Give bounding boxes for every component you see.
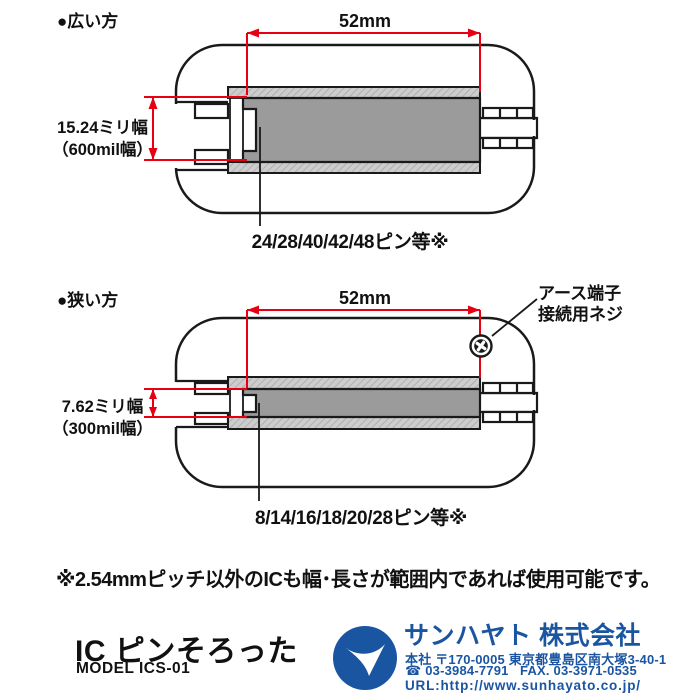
narrow-pins-label: 8/14/16/18/20/28ピン等※	[254, 508, 468, 529]
narrow-diagram	[144, 298, 542, 501]
pusher-bar	[229, 97, 244, 163]
company-fax: FAX. 03-3971-0535	[520, 663, 637, 678]
wide-width-mm: 15.24ミリ幅	[57, 119, 148, 137]
narrow-width-mm: 7.62ミリ幅	[61, 398, 144, 416]
ground-screw-label-line2: 接続用ネジ	[538, 305, 623, 324]
wide-width-dimension-label: 15.24ミリ幅 （600mil幅）	[50, 117, 155, 161]
company-address: 本社 〒170-0005 東京都豊島区南大塚3-40-1	[405, 652, 667, 667]
channel-wall-top	[227, 376, 481, 390]
sunhayato-logo-icon	[333, 626, 397, 690]
narrow-width-dimension-label: 7.62ミリ幅 （300mil幅）	[50, 396, 155, 440]
phone-icon: ☎	[405, 663, 422, 678]
company-phone-line: ☎ 03-3984-7791 FAX. 03-3971-0535	[405, 663, 637, 679]
ground-screw-label: アース端子 接続用ネジ	[538, 283, 623, 325]
right-slot-gap	[526, 120, 542, 136]
channel-wall-bottom	[227, 416, 481, 430]
narrow-dimension-arrowheads	[149, 305, 480, 417]
product-name: IC ピンそろった	[75, 635, 298, 668]
narrow-section-header: ●狭い方	[57, 291, 119, 310]
wide-pins-label: 24/28/40/42/48ピン等※	[251, 232, 449, 253]
ground-screw-icon	[469, 334, 493, 358]
right-clamp-mechanism	[480, 381, 539, 424]
left-slot-gap	[169, 382, 182, 427]
right-clamp-mechanism	[480, 106, 539, 150]
company-name: サンハヤト 株式会社	[404, 622, 641, 650]
wide-width-mil: （600mil幅）	[52, 141, 153, 159]
narrow-width-mil: （300mil幅）	[52, 420, 153, 438]
narrow-length-dimension-label: 52mm	[338, 288, 392, 308]
left-slot-gap	[169, 104, 182, 168]
pusher-bar	[229, 388, 244, 418]
wide-length-dimension-label: 52mm	[338, 11, 392, 31]
ic-body-narrow	[241, 387, 482, 419]
ic-body-wide	[241, 96, 482, 164]
screw-leader-line	[491, 298, 538, 337]
right-slot-gap	[526, 395, 542, 410]
wide-section-header: ●広い方	[57, 12, 119, 31]
channel-wall-top	[227, 86, 481, 99]
footnote-text: ※2.54mmピッチ以外のICも幅･長さが範囲内であれば使用可能です。	[56, 569, 661, 591]
ground-screw-label-line1: アース端子	[538, 284, 622, 303]
wide-diagram	[144, 28, 542, 226]
product-model: MODEL ICS-01	[76, 660, 191, 677]
channel-wall-bottom	[227, 161, 481, 174]
wide-dimension-arrowheads	[148, 28, 480, 160]
company-url: URL:http://www.sunhayato.co.jp/	[405, 678, 641, 693]
company-phone: 03-3984-7791	[425, 663, 509, 678]
